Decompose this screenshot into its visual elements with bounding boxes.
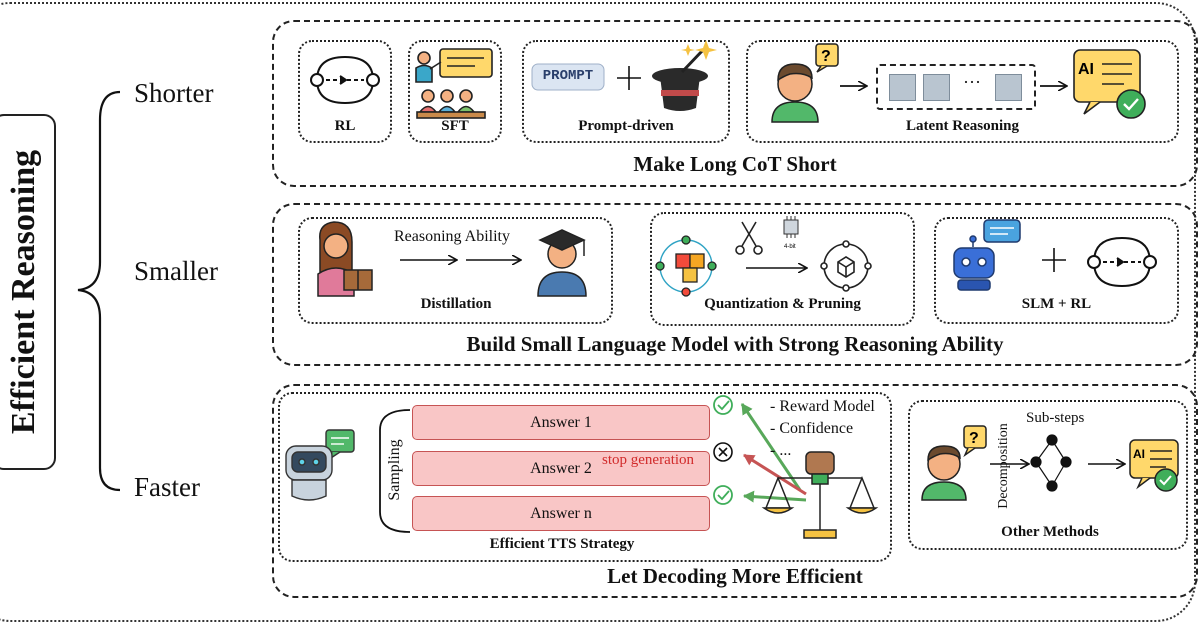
answer-2-label: Answer 2: [530, 459, 592, 477]
answer-2-bar: Answer 2: [412, 451, 710, 486]
ai-text-2: AI: [1133, 447, 1145, 461]
eval-arrow-3: [743, 490, 807, 503]
stop-generation-label: stop generation: [602, 452, 695, 468]
latent-token-2: [923, 74, 950, 101]
eval-arrow-2: [743, 453, 807, 496]
question-mark-2: ?: [969, 430, 979, 447]
plus-icon: [617, 66, 641, 90]
section-shorter: [272, 20, 1198, 187]
sft-label: SFT: [441, 118, 469, 134]
tts-strategy-label: Efficient TTS Strategy: [489, 536, 635, 552]
rl-box: [298, 40, 392, 143]
latent-ellipsis: ···: [963, 72, 981, 92]
answer-1-label: Answer 1: [530, 413, 592, 431]
sampling-bracket: [379, 409, 411, 533]
answer-1-bar: Answer 1: [412, 405, 710, 440]
thinking-person-icon: [771, 43, 839, 123]
thinking-person-icon-2: [921, 425, 987, 501]
section-title-smaller: Build Small Language Model with Strong R…: [466, 332, 1004, 356]
latent-token-3: [995, 74, 1022, 101]
slm-rl-label: SLM + RL: [1021, 296, 1092, 312]
latent-token-1: [889, 74, 916, 101]
section-smaller: [272, 203, 1198, 366]
cube-network-icon: [820, 240, 872, 292]
section-title-faster: Let Decoding More Efficient: [607, 564, 863, 588]
ai-text-1: AI: [1078, 61, 1094, 78]
answer-n-bar: Answer n: [412, 496, 710, 531]
ai-answer-icon: [1073, 49, 1146, 119]
criteria-reward-model: - Reward Model: [770, 398, 875, 415]
rl-label: RL: [334, 118, 356, 134]
latent-tokens-frame: [876, 64, 1036, 110]
check-mark-1: [713, 395, 733, 415]
section-title-shorter: Make Long CoT Short: [633, 152, 837, 176]
plus-icon-2: [1042, 248, 1066, 272]
substeps-label: Sub-steps: [1026, 410, 1085, 426]
quantization-label: Quantization & Pruning: [704, 296, 861, 312]
robot-icon: [953, 219, 1021, 291]
distillation-label: Distillation: [420, 296, 492, 312]
category-faster: Faster: [134, 472, 200, 502]
category-smaller: Smaller: [134, 256, 218, 286]
graduate-student-icon: [537, 229, 587, 297]
rl-cycle-icon-2: [1087, 236, 1157, 288]
chip-icon: [783, 216, 799, 238]
other-methods-label: Other Methods: [1001, 524, 1099, 540]
criteria-more: - ...: [770, 442, 792, 459]
prompt-driven-label: Prompt-driven: [578, 118, 674, 134]
section-faster: [272, 384, 1198, 598]
sft-classroom-icon: [415, 48, 493, 119]
chat-robot-icon: [285, 429, 355, 501]
decomposition-label: Decomposition: [996, 423, 1011, 509]
latent-reasoning-label: Latent Reasoning: [906, 118, 1019, 134]
ai-answer-icon-2: [1129, 439, 1179, 492]
scissors-icon: [735, 221, 763, 255]
rl-cycle-icon: [310, 55, 380, 105]
distill-caption: Reasoning Ability: [394, 228, 510, 245]
criteria-confidence: - Confidence: [770, 420, 854, 437]
magic-hat-icon: [652, 40, 717, 111]
cross-mark: [713, 442, 733, 462]
chip-text: 4-bit: [784, 244, 796, 250]
main-title-box: [0, 114, 56, 470]
check-mark-2: [713, 485, 733, 505]
balance-scale-icon: [761, 451, 879, 539]
question-mark-1: ?: [821, 48, 831, 65]
category-shorter: Shorter: [134, 78, 214, 108]
sampling-label: Sampling: [386, 439, 403, 501]
molecule-cubes-icon: [655, 235, 717, 297]
teacher-icon: [317, 221, 373, 297]
prompt-tag-box: [531, 63, 605, 91]
prompt-tag-text: PROMPT: [542, 68, 594, 84]
answer-n-label: Answer n: [530, 504, 592, 522]
substeps-graph-icon: [1030, 434, 1072, 492]
category-brace: [77, 90, 121, 492]
eval-arrow-1: [740, 403, 802, 491]
